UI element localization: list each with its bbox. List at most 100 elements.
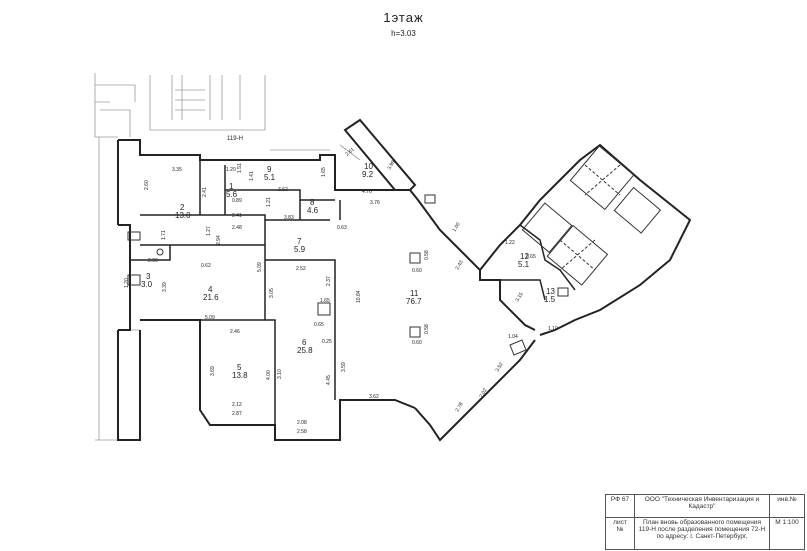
- neighbor-structures: [94, 73, 361, 441]
- dim: 2.43: [455, 259, 465, 271]
- dim: 10.84: [356, 290, 362, 303]
- dim: 0.58: [424, 324, 430, 334]
- dim: 3.59: [341, 362, 347, 372]
- inv-cell: инв.№: [769, 494, 805, 518]
- dim: 1.41: [249, 171, 255, 181]
- dim: 2.46: [230, 329, 240, 335]
- dim: 3.05: [269, 288, 275, 298]
- room-5-num: 5: [237, 363, 242, 372]
- shaft: [557, 287, 569, 297]
- interior-walls: [130, 155, 576, 425]
- room-11-area: 76.7: [406, 297, 422, 306]
- dim: 0.60: [412, 340, 422, 346]
- floor-title: 1этаж: [383, 10, 424, 25]
- dim: 3.83: [284, 215, 294, 221]
- dim: 3.99: [387, 159, 397, 171]
- dim: 0.25: [322, 339, 332, 345]
- room-10-area: 9.2: [362, 170, 374, 179]
- room-13-num: 13: [546, 287, 555, 296]
- room-3-num: 3: [146, 272, 151, 281]
- dim: 2.41: [232, 213, 242, 219]
- dim: 1.65: [320, 298, 330, 304]
- dim: 0.62: [201, 263, 211, 269]
- dim: 1.20: [124, 278, 130, 288]
- room-12-num: 12: [520, 252, 529, 261]
- dim: 2.61: [344, 147, 355, 158]
- dim: 0.60: [412, 268, 422, 274]
- room-labels: 1 5.6 2 13.0 3 3.0 4 21.6 5 13.8 6 25.8 …: [141, 136, 556, 380]
- dim: 0.58: [424, 250, 430, 260]
- room-1-num: 1: [229, 182, 234, 191]
- dim: 1.27: [206, 226, 212, 236]
- ceiling-height: h=3.03: [391, 29, 416, 38]
- column-2: [409, 326, 421, 338]
- scale-cell: М 1:100: [769, 516, 805, 551]
- title-block: РФ 67 ООО "Техническая Инвентаризация и …: [605, 494, 805, 551]
- room-9-num: 9: [267, 165, 272, 174]
- dim: 1.65: [321, 167, 327, 177]
- dim: 3.39: [162, 282, 168, 292]
- dim: 3.62: [369, 394, 379, 400]
- room-8-area: 4.6: [307, 206, 319, 215]
- dim: 0.63: [337, 225, 347, 231]
- dim: 2.52: [296, 266, 306, 272]
- room-2-num: 2: [180, 203, 185, 212]
- org-cell: ООО "Техническая Инвентаризация и Кадаст…: [634, 494, 770, 518]
- dim: 0.65: [526, 254, 536, 260]
- niche: [424, 194, 436, 204]
- dim: 3.52: [495, 361, 505, 373]
- unit-label: 119-Н: [227, 136, 243, 142]
- room-10-num: 10: [364, 162, 373, 171]
- dim: 2.87: [232, 411, 242, 417]
- room-12-area: 5.1: [518, 260, 530, 269]
- dim: 2.60: [144, 180, 150, 190]
- sink: [127, 231, 141, 241]
- dim: 0.65: [314, 322, 324, 328]
- dim: 1.21: [266, 197, 272, 207]
- dim: 5.09: [205, 315, 215, 321]
- dim: 5.09: [257, 262, 263, 272]
- dim: 2.48: [232, 225, 242, 231]
- room-5-area: 13.8: [232, 371, 248, 380]
- toilet: [156, 248, 164, 256]
- dim: 2.08: [297, 420, 307, 426]
- dimensions: 3.35 2.60 2.41 1.20 1.51 3.62 1.41 0.89 …: [124, 147, 558, 435]
- dim: 4.76: [362, 189, 372, 195]
- fixtures: [127, 194, 569, 356]
- dim: 1.20: [226, 167, 236, 173]
- sheet-cell: лист №: [605, 516, 635, 551]
- dim: 2.37: [326, 276, 332, 286]
- room-9-area: 5.1: [264, 173, 276, 182]
- room-4-num: 4: [208, 285, 213, 294]
- room-11-num: 11: [410, 289, 419, 298]
- vent: [509, 339, 527, 356]
- room-4-area: 21.6: [203, 293, 219, 302]
- dim: 2.02: [479, 387, 489, 399]
- room-2-area: 13.0: [175, 211, 191, 220]
- dim: 1.51: [237, 163, 243, 173]
- room-13-area: 1.5: [544, 295, 556, 304]
- dim: 1.00: [452, 221, 462, 233]
- dim: 4.00: [266, 370, 272, 380]
- title-block-table: РФ 67 ООО "Техническая Инвентаризация и …: [605, 494, 805, 551]
- room-7-num: 7: [297, 237, 302, 246]
- dim: 3.76: [370, 200, 380, 206]
- dim: 2.41: [202, 187, 208, 197]
- dim: 3.62: [278, 187, 288, 193]
- room-7-area: 5.9: [294, 245, 306, 254]
- dim: 1.71: [161, 230, 167, 240]
- dim: 3.10: [277, 369, 283, 379]
- dim: 1.10: [548, 326, 558, 332]
- column-1: [409, 252, 421, 264]
- stair-block: [521, 145, 662, 286]
- room-3-area: 3.0: [141, 280, 153, 289]
- dim: 3.15: [515, 291, 525, 303]
- dim: 2.12: [232, 402, 242, 408]
- dim: 0.89: [232, 198, 242, 204]
- dim: 1.22: [505, 240, 515, 246]
- dim: 3.69: [210, 366, 216, 376]
- shower: [127, 274, 141, 286]
- dim: 1.04: [508, 334, 518, 340]
- dim: 4.45: [326, 375, 332, 385]
